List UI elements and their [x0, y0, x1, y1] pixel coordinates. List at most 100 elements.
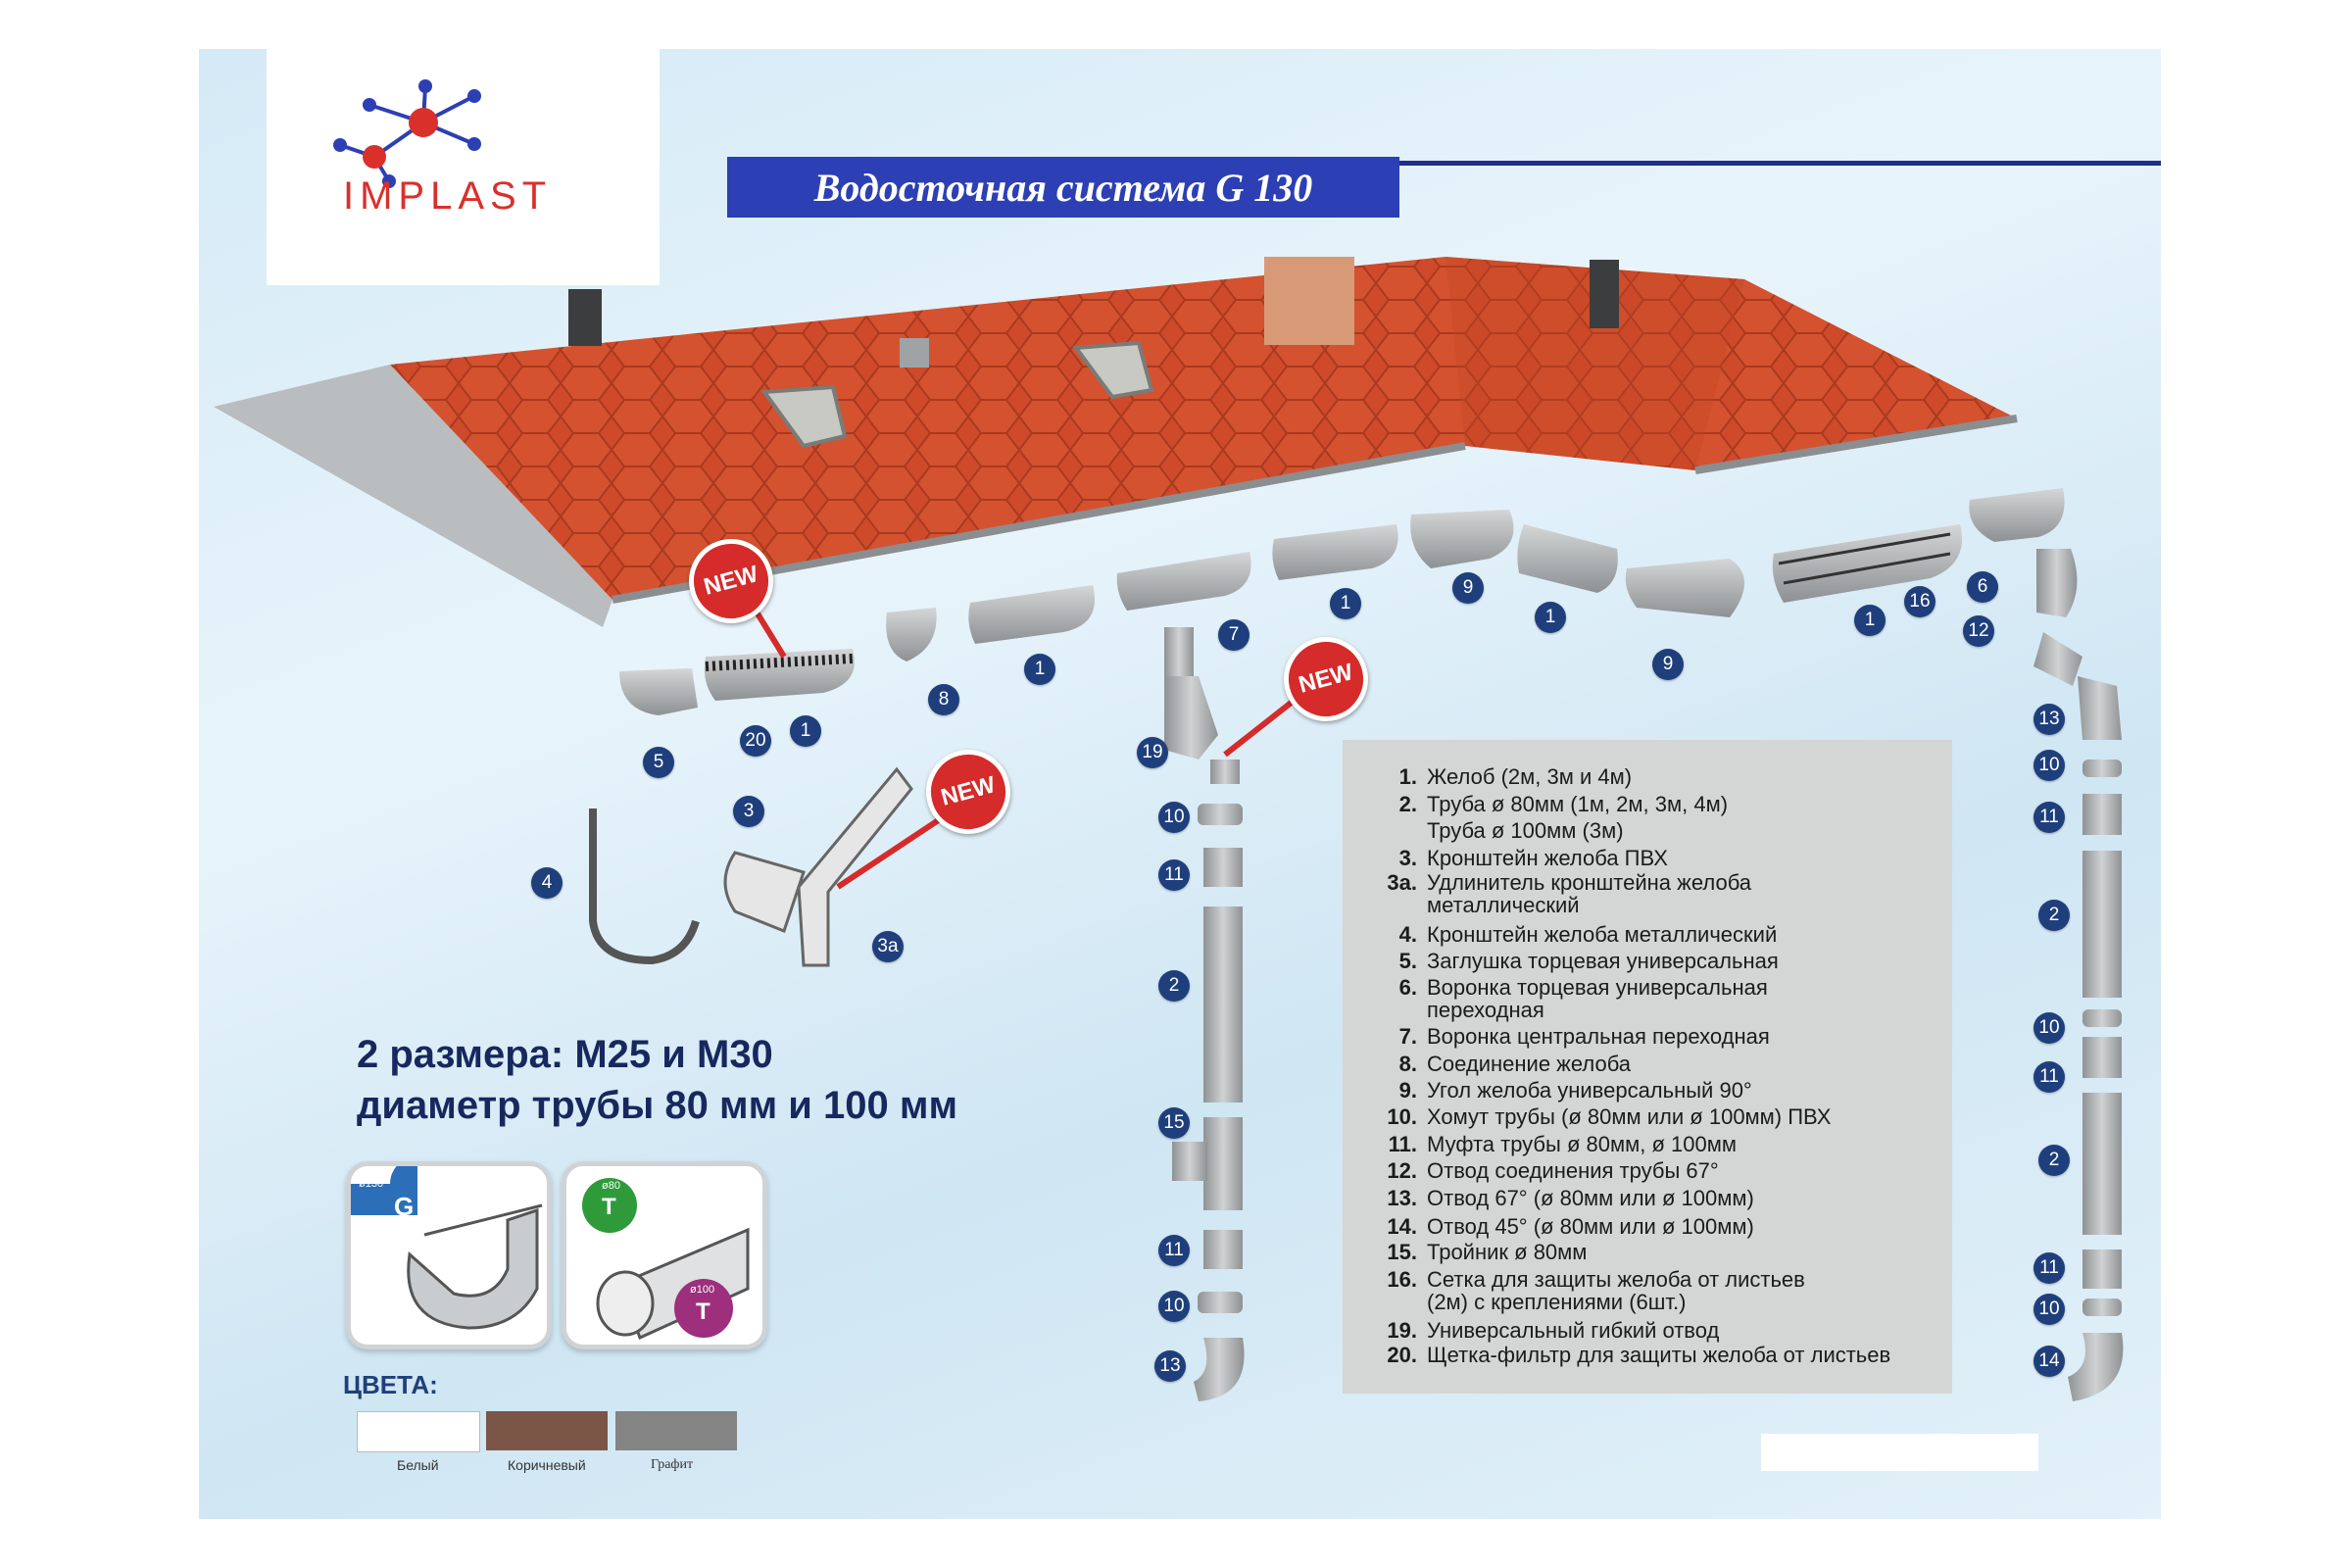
- pipe-letter-1: T: [602, 1194, 616, 1220]
- legend-number: 13.: [1387, 1186, 1417, 1210]
- color-swatch-white: [357, 1411, 480, 1452]
- roof-window: [1072, 340, 1154, 400]
- part-number-badge: 1: [1024, 654, 1055, 685]
- roof-window: [760, 384, 848, 449]
- part-number-badge: 11: [1158, 859, 1190, 891]
- legend-row: 12.Отвод соединения трубы 67°: [1343, 1158, 1718, 1183]
- legend-text: Тройник ø 80мм: [1427, 1240, 1588, 1264]
- logo-text: IMPLAST: [343, 174, 553, 218]
- part-number-badge: 9: [1452, 572, 1484, 604]
- part-number-badge: 10: [1158, 802, 1190, 833]
- legend-number: 10.: [1387, 1104, 1417, 1129]
- legend-row: 16.Сетка для защиты желоба от листьев: [1343, 1267, 1805, 1292]
- legend-text: переходная: [1427, 998, 1544, 1022]
- legend-row: 20. Щетка-фильтр для защиты желоба от лис…: [1343, 1343, 1890, 1367]
- logo-box: [267, 49, 660, 285]
- legend-row: 15.Тройник ø 80мм: [1343, 1240, 1587, 1264]
- legend-number: 9.: [1398, 1078, 1417, 1102]
- part-number-badge: 7: [1218, 619, 1250, 651]
- legend-row: 4. Кронштейн желоба металлический: [1343, 922, 1778, 947]
- legend-text: Муфта трубы ø 80мм, ø 100мм: [1427, 1132, 1737, 1156]
- legend-number: 14.: [1387, 1214, 1417, 1239]
- color-label-graphite: Графит: [651, 1457, 694, 1472]
- roof-surface: [390, 257, 2017, 600]
- bracket-extender: [797, 766, 913, 967]
- part-number-badge: 10: [2034, 750, 2065, 781]
- part-number-badge: 12: [1963, 615, 1994, 647]
- legend-row: 7.Воронка центральная переходная: [1343, 1024, 1770, 1049]
- gutter-diameter: ø130: [359, 1178, 384, 1190]
- colors-title: ЦВЕТА:: [343, 1370, 438, 1399]
- part-number-badge: 10: [2034, 1012, 2065, 1044]
- legend-number: [1343, 893, 1427, 917]
- downpipe-left: [1164, 676, 1245, 1401]
- legend-row: 1.Желоб (2м, 3м и 4м): [1343, 764, 1632, 789]
- legend-text: Соединение желоба: [1427, 1052, 1632, 1076]
- part-number-badge: 1: [790, 715, 821, 747]
- gutter-size-tile: ø130 G: [346, 1161, 552, 1349]
- legend-number: 6.: [1398, 975, 1417, 1000]
- legend-number: [1343, 998, 1427, 1022]
- legend-number: 3а.: [1387, 870, 1417, 895]
- gutter-parts: [619, 488, 2065, 715]
- legend-number: 5.: [1398, 949, 1417, 973]
- chimney: [1264, 257, 1354, 345]
- legend-row: 2. Труба ø 80мм (1м, 2м, 3м, 4м): [1343, 792, 1728, 816]
- color-swatch-graphite: [615, 1411, 737, 1450]
- pipe-diameter-2: ø100: [690, 1284, 715, 1296]
- roof-vent: [900, 338, 929, 368]
- metal-bracket: [589, 808, 700, 965]
- logo-molecule-icon: [333, 79, 481, 188]
- pvc-bracket: [723, 851, 806, 933]
- legend-row: 13.Отвод 67° (ø 80мм или ø 100мм): [1343, 1186, 1753, 1210]
- legend-text: Кронштейн желоба металлический: [1427, 922, 1778, 947]
- legend-text: Отвод 45° (ø 80мм или ø 100мм): [1427, 1214, 1754, 1239]
- part-number-badge: 2: [2038, 900, 2070, 931]
- pipe-letter-2: T: [696, 1298, 710, 1325]
- legend-number: 20.: [1387, 1343, 1417, 1367]
- legend-row: 8. Соединение желоба: [1343, 1052, 1631, 1076]
- legend-row: 10. Хомут трубы (ø 80мм или ø 100мм) ПВХ: [1343, 1104, 1831, 1129]
- part-number-badge: 10: [2034, 1294, 2065, 1325]
- legend-number: [1343, 818, 1427, 843]
- legend-number: 12.: [1387, 1158, 1417, 1183]
- part-number-badge: 1: [1854, 605, 1886, 636]
- parts-legend: 1.Желоб (2м, 3м и 4м) 2. Труба ø 80мм (1м,…: [1343, 740, 1952, 1394]
- gutter-profile-icon: [351, 1166, 543, 1330]
- legend-row: 11.Муфта трубы ø 80мм, ø 100мм: [1343, 1132, 1737, 1156]
- legend-number: 3.: [1398, 846, 1417, 870]
- legend-number: 4.: [1398, 922, 1417, 947]
- legend-text: Труба ø 100мм (3м): [1427, 818, 1624, 843]
- legend-text: Угол желоба универсальный 90°: [1427, 1078, 1752, 1102]
- pipe-profile-icon: [582, 1178, 750, 1341]
- part-number-badge: 16: [1904, 586, 1936, 617]
- legend-number: 2.: [1398, 792, 1417, 816]
- part-number-badge: 19: [1137, 737, 1168, 768]
- legend-text: (2м) с креплениями (6шт.): [1427, 1290, 1687, 1314]
- legend-text: Щетка-фильтр для защиты желоба от листье…: [1427, 1343, 1891, 1367]
- part-number-badge: 11: [2034, 1061, 2065, 1093]
- legend-row: 3. Кронштейн желоба ПВХ: [1343, 846, 1668, 870]
- part-number-badge: 8: [928, 684, 959, 715]
- legend-text: Хомут трубы (ø 80мм или ø 100мм) ПВХ: [1427, 1104, 1832, 1129]
- legend-number: [1343, 1290, 1427, 1314]
- legend-text: Желоб (2м, 3м и 4м): [1427, 764, 1633, 789]
- part-number-badge: 1: [1330, 588, 1361, 619]
- color-label-brown: Коричневый: [508, 1457, 586, 1473]
- part-number-badge: 5: [643, 747, 674, 778]
- page-title: Водосточная система G 130: [727, 157, 1399, 218]
- part-number-badge: 20: [740, 725, 771, 757]
- part-number-badge: 1: [1535, 602, 1566, 633]
- legend-row: 5.Заглушка торцевая универсальная: [1343, 949, 1779, 973]
- legend-text: Кронштейн желоба ПВХ: [1427, 846, 1668, 870]
- color-label-white: Белый: [397, 1457, 439, 1473]
- sizes-line-1: 2 размера: М25 и М30: [357, 1033, 773, 1076]
- legend-text: Сетка для защиты желоба от листьев: [1427, 1267, 1805, 1292]
- downpipe-right: [2034, 549, 2124, 1401]
- legend-text: Удлинитель кронштейна желоба: [1427, 870, 1752, 895]
- legend-number: 8.: [1398, 1052, 1417, 1076]
- legend-row: Труба ø 100мм (3м): [1343, 818, 1624, 843]
- legend-text: Труба ø 80мм (1м, 2м, 3м, 4м): [1427, 792, 1729, 816]
